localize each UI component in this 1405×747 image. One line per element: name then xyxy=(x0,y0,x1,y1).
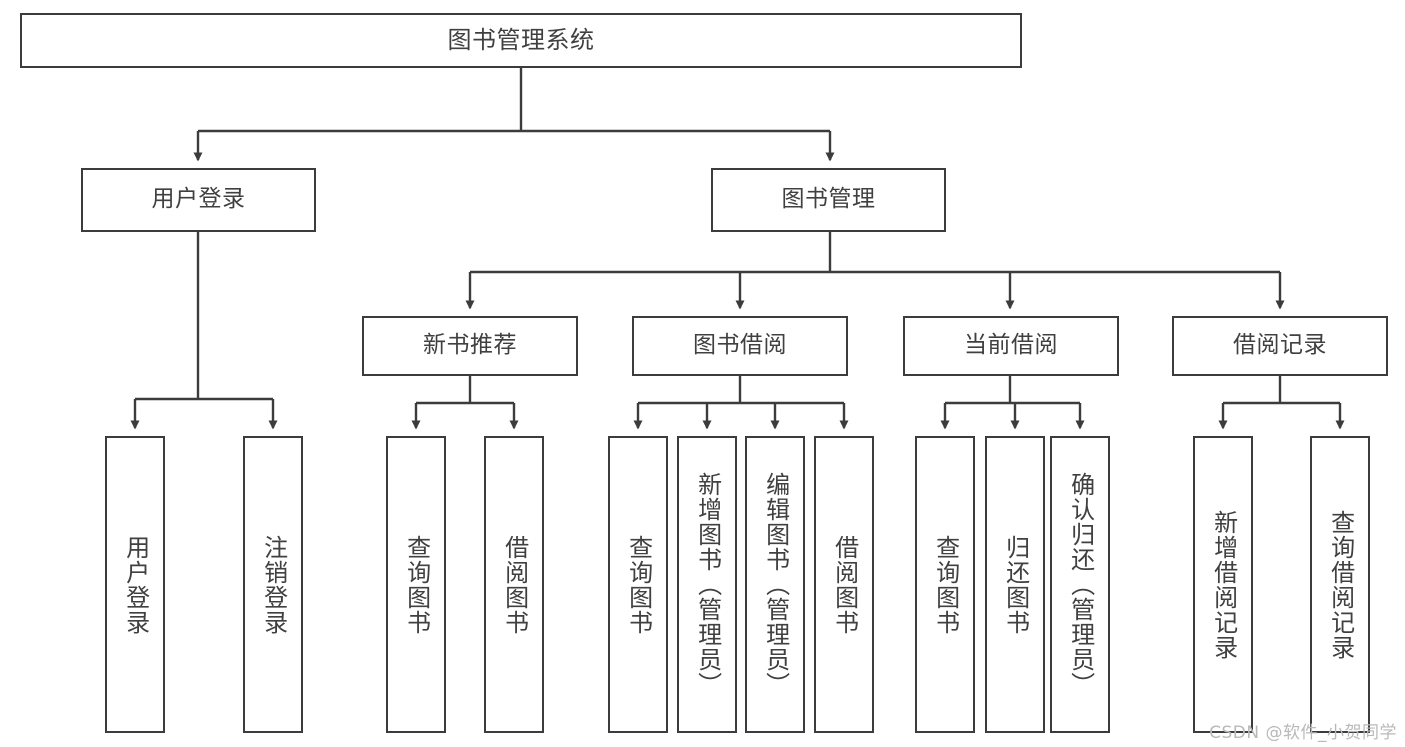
node-label: 查询图书 xyxy=(931,534,960,635)
node-book-management[interactable]: 图书管理 xyxy=(711,168,946,232)
node-label: 新书推荐 xyxy=(423,332,517,359)
node-label: 注销登录 xyxy=(259,534,288,635)
node-label: 用户登录 xyxy=(121,534,150,635)
node-label: 归还图书 xyxy=(1001,534,1030,635)
node-label: 图书管理 xyxy=(781,186,876,213)
node-label: 确认归还（管理员） xyxy=(1066,472,1095,697)
leaf-new-book-query[interactable]: 查询图书 xyxy=(386,436,446,733)
leaf-borrow-edit-book-admin[interactable]: 编辑图书（管理员） xyxy=(745,436,805,733)
node-label: 借阅记录 xyxy=(1233,332,1327,359)
node-label: 新增图书（管理员） xyxy=(693,472,722,697)
node-label: 查询图书 xyxy=(624,534,653,635)
leaf-borrow-query-book[interactable]: 查询图书 xyxy=(608,436,668,733)
node-user-login[interactable]: 用户登录 xyxy=(81,168,316,232)
node-root-book-management-system[interactable]: 图书管理系统 xyxy=(20,13,1022,68)
leaf-record-add-borrow-record[interactable]: 新增借阅记录 xyxy=(1193,436,1253,733)
node-book-borrowing[interactable]: 图书借阅 xyxy=(632,316,848,376)
leaf-user-login-signin[interactable]: 用户登录 xyxy=(105,436,165,733)
node-label: 查询图书 xyxy=(402,534,431,635)
node-label: 图书管理系统 xyxy=(447,26,595,55)
leaf-borrow-add-book-admin[interactable]: 新增图书（管理员） xyxy=(677,436,737,733)
csdn-watermark: CSDN @软件_小贺同学 xyxy=(1209,723,1397,743)
node-label: 查询借阅记录 xyxy=(1326,509,1355,660)
node-borrowing-record[interactable]: 借阅记录 xyxy=(1172,316,1388,376)
node-label: 借阅图书 xyxy=(500,534,529,635)
leaf-current-return-book[interactable]: 归还图书 xyxy=(985,436,1045,733)
node-label: 图书借阅 xyxy=(693,332,787,359)
node-current-borrowing[interactable]: 当前借阅 xyxy=(903,316,1119,376)
leaf-current-confirm-return-admin[interactable]: 确认归还（管理员） xyxy=(1050,436,1110,733)
leaf-current-query-book[interactable]: 查询图书 xyxy=(915,436,975,733)
node-label: 编辑图书（管理员） xyxy=(761,472,790,697)
node-label: 当前借阅 xyxy=(964,332,1058,359)
leaf-borrow-borrow-book[interactable]: 借阅图书 xyxy=(814,436,874,733)
node-label: 新增借阅记录 xyxy=(1209,509,1238,660)
node-new-book-recommendation[interactable]: 新书推荐 xyxy=(362,316,578,376)
leaf-record-query-borrow-record[interactable]: 查询借阅记录 xyxy=(1310,436,1370,733)
node-label: 借阅图书 xyxy=(830,534,859,635)
leaf-user-login-signout[interactable]: 注销登录 xyxy=(243,436,303,733)
leaf-new-book-borrow[interactable]: 借阅图书 xyxy=(484,436,544,733)
node-label: 用户登录 xyxy=(151,186,246,213)
